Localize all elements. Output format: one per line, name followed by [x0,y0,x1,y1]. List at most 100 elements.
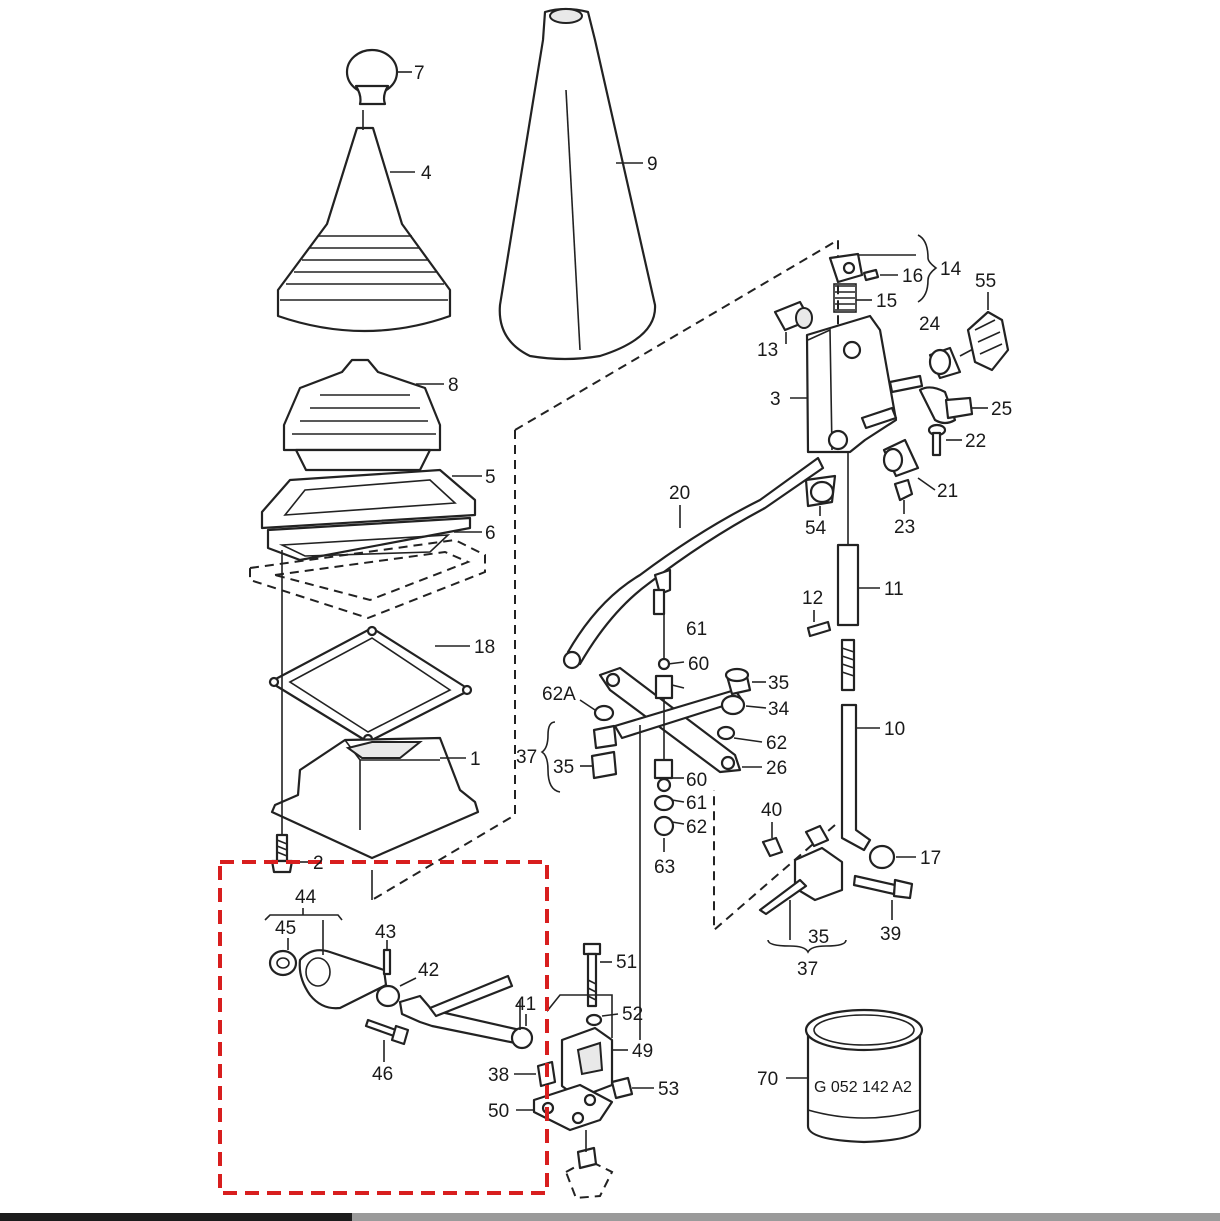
callout-1: 1 [470,749,481,770]
nut-23 [893,478,914,514]
inner-boot-8 [282,358,444,472]
nut-53 [610,1076,654,1100]
callout-14: 14 [940,259,962,280]
callout-25: 25 [991,399,1012,420]
clip-25 [918,386,988,425]
callout-41: 41 [515,994,536,1015]
bracket-14 [828,234,938,303]
callout-37a: 37 [516,747,537,768]
clip-21 [882,438,936,491]
callout-17: 17 [920,848,941,869]
callout-62a: 62 [686,817,707,838]
callout-45: 45 [275,918,296,939]
callout-60a: 60 [688,654,709,675]
callout-8: 8 [448,375,459,396]
callout-6: 6 [485,523,496,544]
callout-16: 16 [902,266,923,287]
callout-62b: 62 [766,733,787,754]
trim-frame-5 [260,468,482,530]
callout-61b: 61 [686,793,707,814]
shift-boot-4 [276,126,452,333]
callout-35b: 35 [553,757,574,778]
sleeve-42 [375,977,417,1008]
screw-22 [927,423,962,457]
nut-40 [761,822,784,858]
pin-12 [806,610,832,638]
dashed-mount-lower [564,1130,614,1200]
callout-18: 18 [474,637,495,658]
callout-10: 10 [884,719,905,740]
callout-24: 24 [919,314,941,335]
callout-2: 2 [313,853,324,874]
bottom-bar-dark [0,1213,352,1221]
gasket-6 [266,516,482,562]
block-35-lower [758,824,847,954]
small-parts-center [653,614,685,852]
callout-37b: 37 [797,959,818,980]
washer-52 [585,1013,619,1027]
callout-46: 46 [372,1064,393,1085]
shaft-41 [398,974,534,1050]
callout-70: 70 [757,1069,778,1090]
bolt-51 [582,942,612,1008]
bottom-bar-light [352,1213,1220,1221]
callout-35c: 35 [808,927,829,948]
bracket-3 [790,314,924,454]
callout-20: 20 [669,483,690,504]
rod-11 [836,543,880,692]
part-number-stamp: G 052 142 A2 [814,1079,912,1096]
callout-13: 13 [757,340,778,361]
shift-rod-20 [562,456,825,670]
bolt-46 [364,1018,410,1062]
bushing-13 [773,300,813,344]
long-boot-9 [498,7,657,361]
bushing-35-group [540,667,767,793]
callout-9: 9 [647,154,658,175]
rod-10 [840,703,880,852]
bolt-39 [852,874,914,920]
callout-51: 51 [616,952,637,973]
lever-26 [598,666,762,774]
bushing-17 [868,844,916,870]
callout-3: 3 [770,389,781,410]
callout-4: 4 [421,163,432,184]
callout-7: 7 [414,63,425,84]
callout-43: 43 [375,922,396,943]
callout-38: 38 [488,1065,509,1086]
callout-42: 42 [418,960,439,981]
callout-5: 5 [485,467,496,488]
callout-53: 53 [658,1079,679,1100]
spring-15 [833,283,872,313]
damper-55 [966,292,1010,372]
callouts: 7 4 9 8 5 6 18 1 2 14 16 15 55 24 13 3 2… [275,63,1012,1122]
callout-50: 50 [488,1101,509,1122]
callout-12: 12 [802,588,823,609]
callout-54: 54 [805,518,827,539]
callout-11: 11 [884,579,904,600]
ring-54 [804,474,837,516]
sleeve-70: G 052 142 A2 [786,1008,924,1144]
gasket-18 [268,625,473,745]
callout-26: 26 [766,758,787,779]
shift-knob-7 [345,48,412,106]
bushing-24 [928,346,976,380]
pin-16 [862,268,898,282]
callout-55: 55 [975,271,996,292]
callout-52: 52 [622,1004,643,1025]
bolt-2 [270,833,308,874]
housing-1 [270,736,480,860]
plate-50 [516,1083,614,1132]
callout-62A: 62A [542,684,576,705]
callout-21: 21 [937,481,958,502]
callout-63: 63 [654,857,675,878]
lever-44 [264,908,388,1010]
callout-61a: 61 [686,619,707,640]
callout-44: 44 [295,887,317,908]
callout-40: 40 [761,800,782,821]
callout-60b: 60 [686,770,707,791]
callout-39: 39 [880,924,901,945]
callout-15: 15 [876,291,897,312]
pin-43 [382,940,392,976]
dashed-plate [249,538,486,620]
